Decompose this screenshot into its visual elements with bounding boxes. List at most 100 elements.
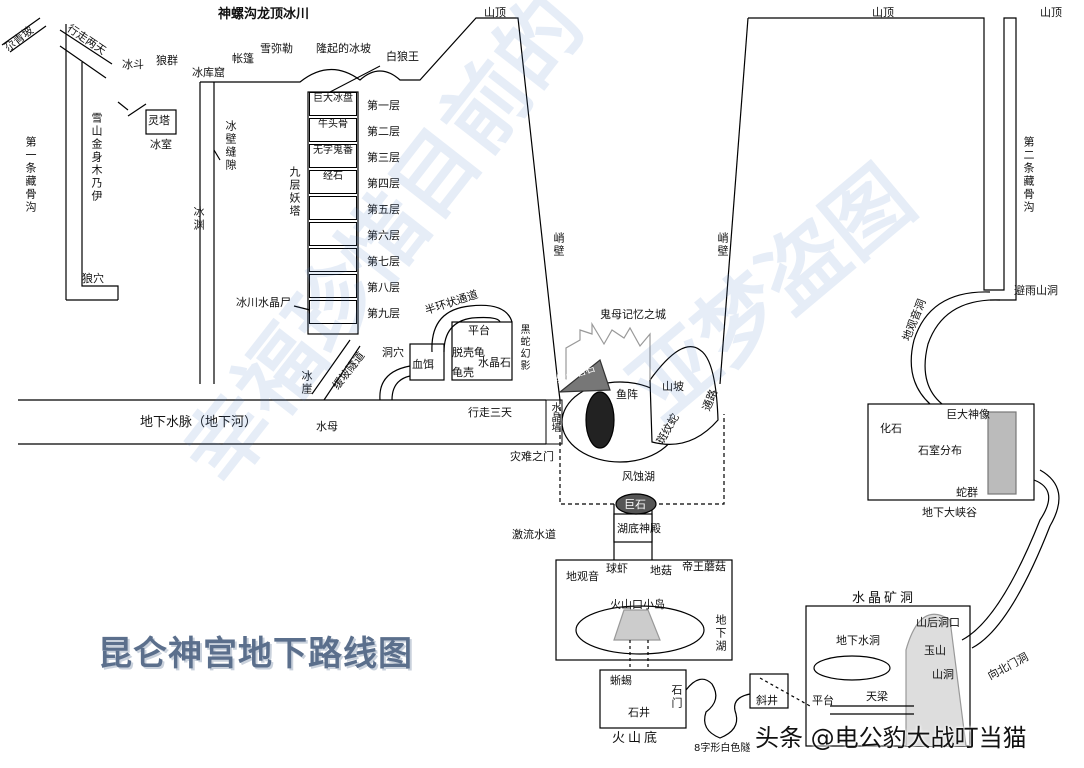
platform-box — [451, 321, 513, 381]
city-outline — [565, 321, 651, 380]
figure8-tunnel — [685, 678, 751, 739]
pagoda-tier-label-8: 第八层 — [367, 281, 400, 294]
yeti-label: 雪弥勒 — [260, 42, 293, 55]
crystal-mine-label: 水晶矿洞 — [852, 591, 917, 606]
glacier-cave-curve — [910, 291, 991, 405]
mushroom-label: 地菇 — [650, 564, 672, 577]
mummy-arrows — [117, 101, 147, 117]
rapids-label: 激流水道 — [512, 528, 556, 541]
sky-beam-label: 天梁 — [866, 690, 888, 703]
cliff-left-end — [557, 383, 561, 401]
right-mountain-outline — [748, 17, 1017, 301]
crystal-wall-box — [545, 399, 563, 445]
peak-3: 山顶 — [1040, 6, 1062, 19]
ice-wall-gap-label: 冰壁缝隙 — [224, 120, 237, 172]
left-mountain-outline — [199, 17, 559, 385]
walk3-label: 行走三天 — [468, 406, 512, 419]
bingku-label: 冰库窟 — [192, 66, 225, 79]
half-ring-inner — [443, 316, 501, 353]
island-ellipse — [575, 605, 705, 655]
pagoda-tier-5 — [309, 196, 357, 220]
ice-cliff-label: 冰崖 — [300, 370, 313, 396]
green-rock-shape — [558, 358, 611, 393]
fish-array-label: 鱼阵 — [616, 388, 638, 401]
first-ditch-walls — [65, 24, 119, 301]
king-mushroom-label: 帝王蘑菇 — [682, 560, 726, 573]
pagoda-tier-label-6: 第六层 — [367, 229, 400, 242]
half-ring-outer — [431, 304, 513, 353]
salamander-label: 蜥蜴 — [610, 674, 632, 687]
cliff-left-label: 峭壁 — [552, 232, 565, 258]
ling-ta-box — [145, 109, 177, 135]
volcano-shape — [613, 609, 661, 641]
palace-box — [613, 513, 653, 543]
water-mother-label: 水母 — [316, 420, 338, 433]
stairs-block — [987, 411, 1017, 495]
island-frame — [555, 559, 733, 661]
blood-bait-label: 血饵 — [412, 358, 434, 371]
snakes-label: 蛇群 — [956, 486, 978, 499]
pagoda-tier-label-3: 第三层 — [367, 151, 400, 164]
volcano-dashed — [629, 640, 649, 670]
wolf-den-label: 狼穴 — [82, 272, 104, 285]
pagoda-tier-label-1: 第一层 — [367, 99, 400, 112]
slant-well-label: 斜井 — [756, 694, 778, 707]
pagoda-tier-label-4: 第四层 — [367, 177, 400, 190]
pagoda-tier-1: 巨大冰盘 — [309, 92, 357, 116]
pagoda-tier-6 — [309, 222, 357, 246]
jade-mountain — [905, 613, 967, 747]
map-title: 昆仑神宫地下路线图 — [98, 634, 413, 674]
sky-beam — [830, 705, 914, 715]
cave-label: 洞穴 — [382, 346, 404, 359]
peak-2: 山顶 — [872, 6, 894, 19]
giant-statue-label: 巨大神像 — [946, 408, 990, 421]
north-cave-curve2 — [971, 469, 1060, 649]
mountain-cave-label: 山洞 — [932, 668, 954, 681]
underground-lake-label: 地下湖 — [714, 614, 727, 653]
canyon-label: 地下大峡谷 — [922, 506, 977, 519]
slope-hill — [649, 346, 719, 445]
spiral-tunnel-lines — [311, 339, 361, 401]
rain-cave-label: 避雨山洞 — [1014, 284, 1058, 297]
city-label: 鬼母记忆之城 — [600, 308, 666, 321]
peak-1: 山顶 — [484, 6, 506, 19]
tunnel-label: 8字形白色隧 — [694, 743, 751, 754]
back-entrance-label: 山后洞口 — [916, 616, 960, 629]
pagoda-tier-label-9: 第九层 — [367, 307, 400, 320]
river-label: 地下水脉（地下河） — [140, 415, 258, 430]
disaster-gate-label: 灾难之门 — [510, 450, 554, 463]
river-banks — [18, 399, 546, 445]
cave-curve — [379, 365, 411, 401]
north-cave-curve — [961, 479, 1050, 641]
pagoda-tier-4: 经石 — [309, 170, 357, 194]
cave-curve2 — [391, 375, 411, 401]
volcano-bottom-label: 火山底 — [612, 731, 661, 746]
pagoda-tier-3: 无字鬼番 — [309, 144, 357, 168]
stone-well-label: 石井 — [628, 706, 650, 719]
blood-bait-box — [409, 343, 445, 381]
ball-shrimp-label: 球虾 — [606, 562, 628, 575]
giant-stone-ellipse — [615, 493, 657, 515]
tent-label: 帐篷 — [232, 52, 254, 65]
ice-corpse-label: 冰川水晶尸 — [236, 296, 291, 309]
stone-gate-label: 石门 — [670, 684, 683, 710]
crystal-wall-label: 水晶墙 — [549, 402, 560, 432]
lake-palace-label: 湖底神殿 — [617, 522, 661, 535]
pagoda-tier-7 — [309, 248, 357, 272]
glacier-cave-curve2 — [924, 299, 1001, 405]
fossil-label: 化石 — [880, 422, 902, 435]
shell-label: 脱壳龟 — [452, 346, 485, 359]
ice-gap-tick — [213, 149, 221, 161]
volcano-bottom-frame — [599, 669, 687, 729]
ice-abyss-label: 冰渊 — [192, 206, 205, 232]
erosion-lake-label: 风蚀湖 — [622, 470, 655, 483]
pagoda-tier-2: 牛头骨 — [309, 118, 357, 142]
mummy-label: 雪山金身木乃伊 — [90, 112, 103, 203]
crystal-stone-label: 水晶石 — [478, 356, 511, 369]
fish-array-shape — [585, 391, 615, 449]
pagoda-tier-label-5: 第五层 — [367, 203, 400, 216]
xingzou-strip — [59, 29, 113, 79]
stone-rooms-label: 石室分布 — [918, 444, 962, 457]
